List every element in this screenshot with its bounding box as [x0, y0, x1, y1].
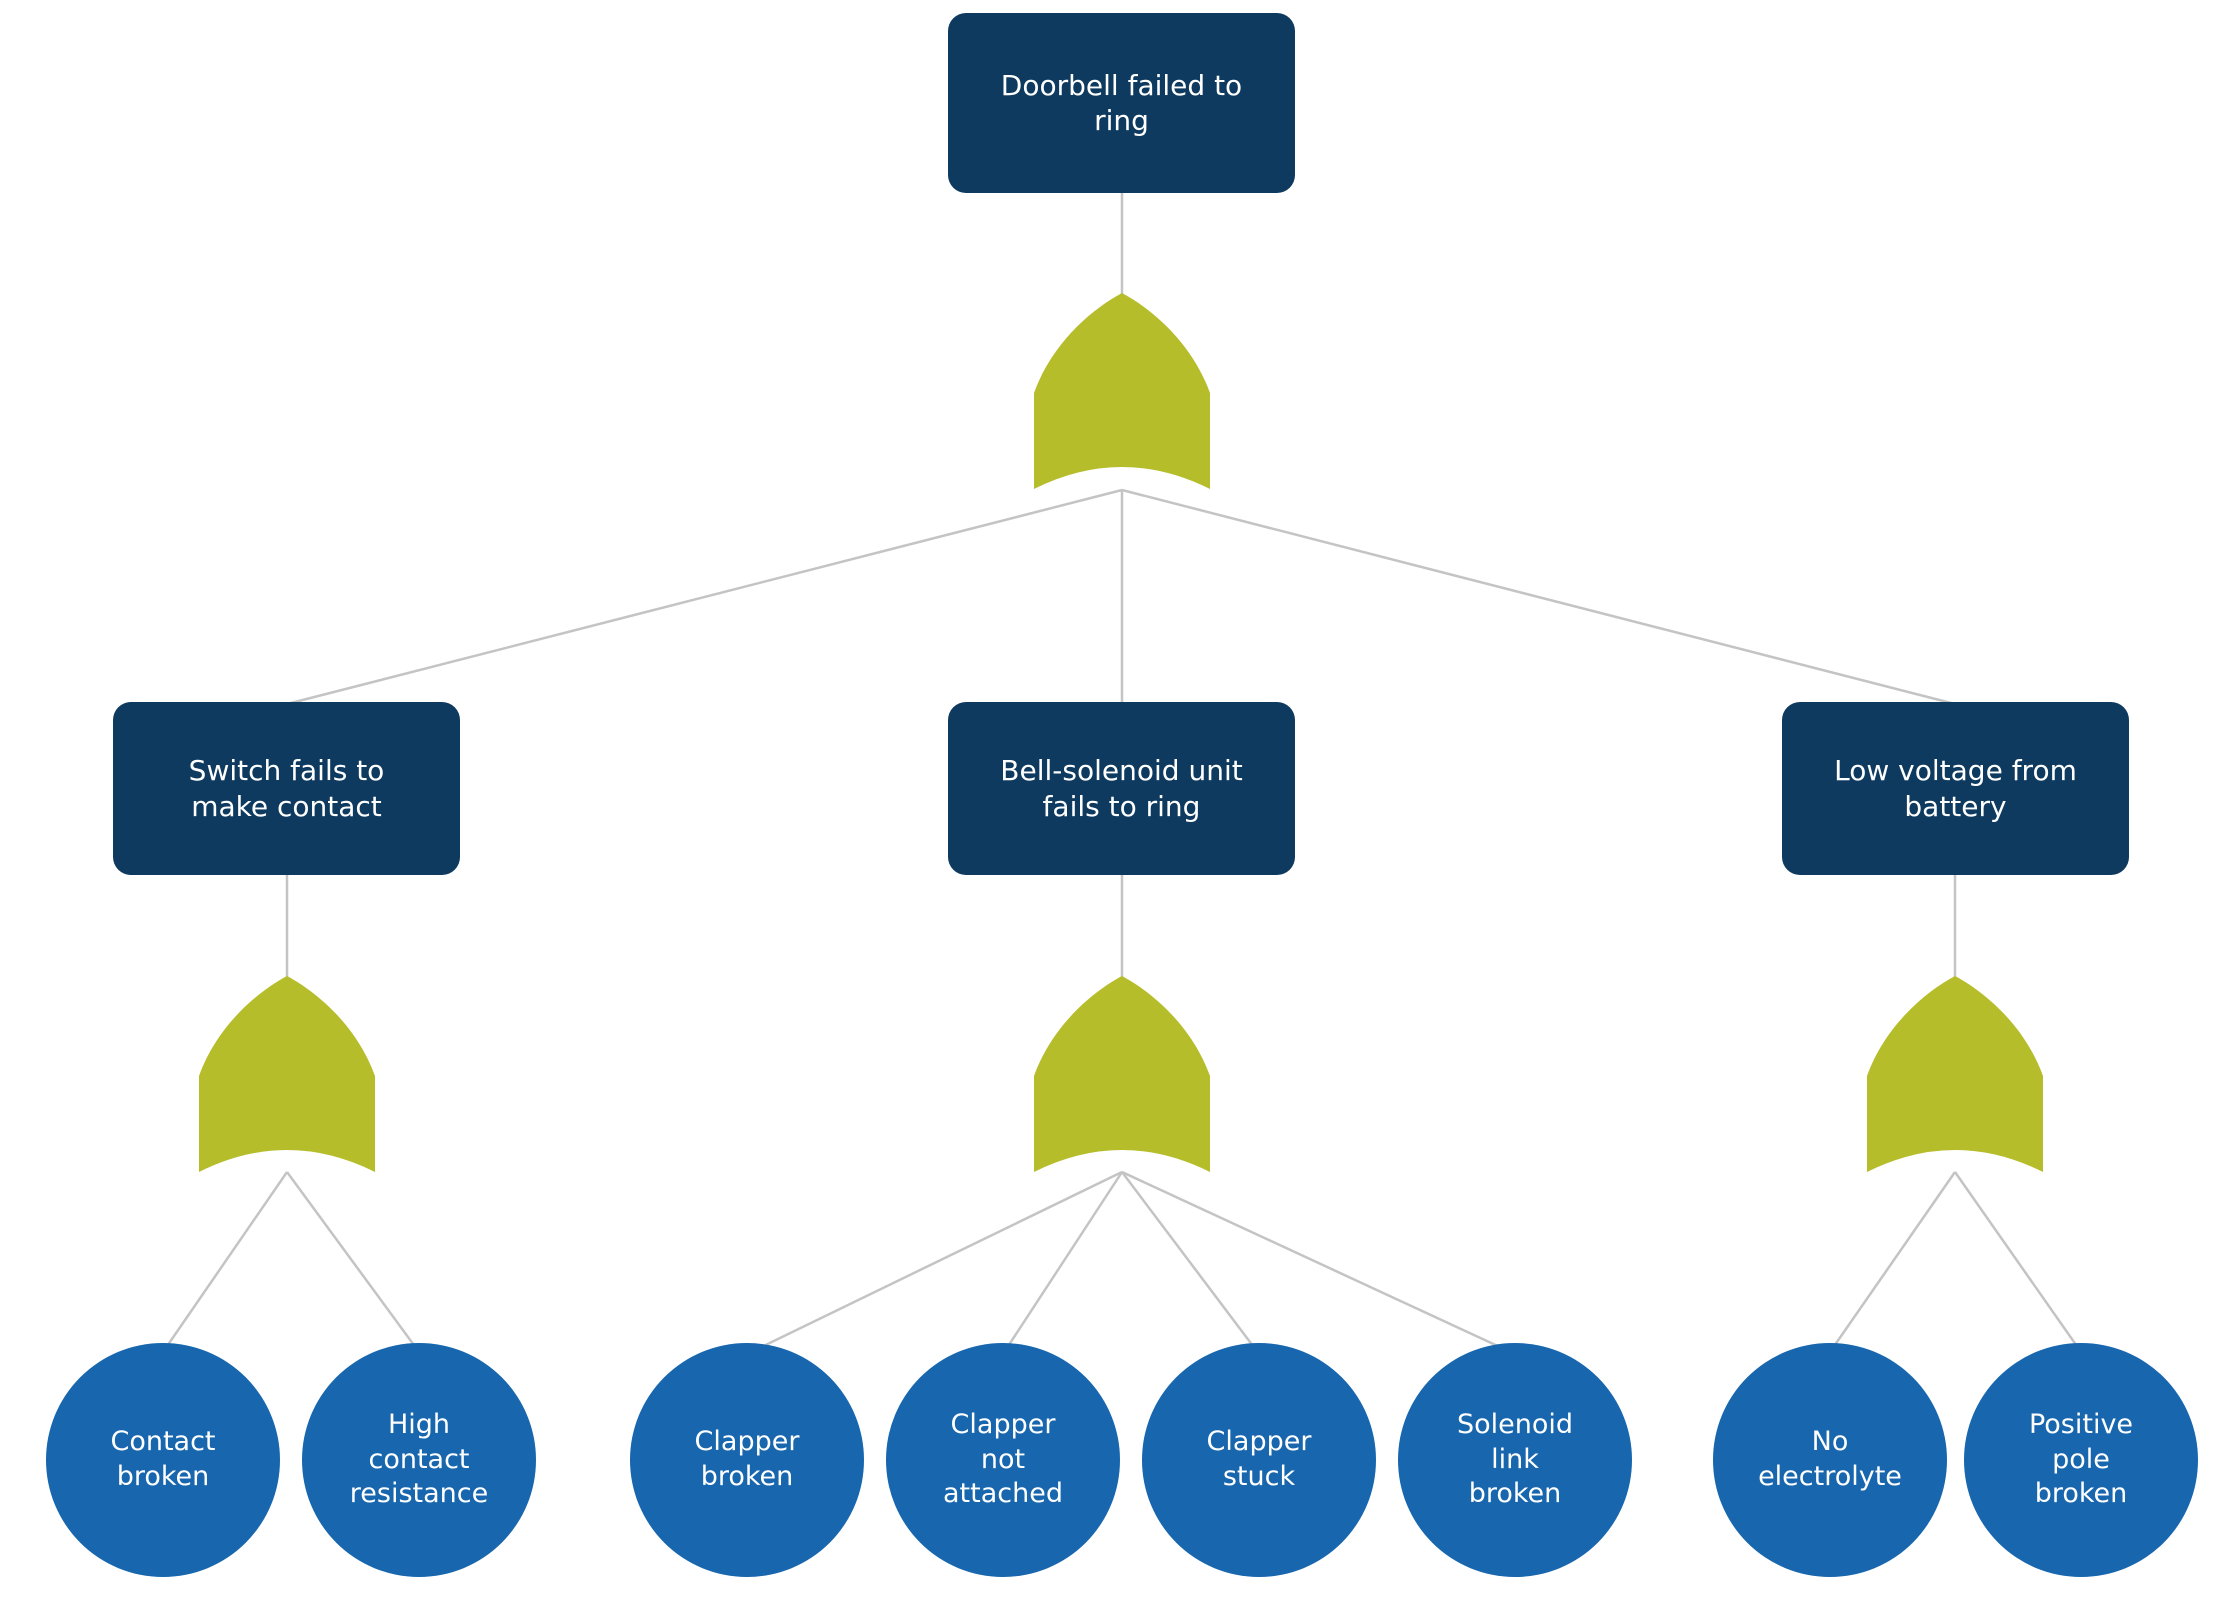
- node-label: Clapper stuck: [1206, 1426, 1312, 1492]
- node-label: Positive pole broken: [2028, 1409, 2134, 1510]
- or-gate-icon[interactable]: [199, 976, 375, 1172]
- node-label: High contact resistance: [349, 1409, 489, 1510]
- node-basic-event-positive-pole-broken[interactable]: Positive pole broken: [1964, 1343, 2198, 1577]
- connector-line: [1828, 1171, 1957, 1353]
- node-basic-event-clapper-stuck[interactable]: Clapper stuck: [1142, 1343, 1376, 1577]
- connector-line: [746, 1170, 1123, 1356]
- node-label: Doorbell failed to ring: [1000, 68, 1243, 137]
- node-label: Low voltage from battery: [1834, 754, 2077, 823]
- node-label: No electrolyte: [1758, 1426, 1902, 1492]
- or-gate-icon[interactable]: [1034, 293, 1210, 489]
- node-basic-event-contact-broken[interactable]: Contact broken: [46, 1343, 280, 1577]
- connector-line: [286, 488, 1123, 706]
- connector-line: [1121, 488, 1956, 706]
- node-basic-event-solenoid-link-broken[interactable]: Solenoid link broken: [1398, 1343, 1632, 1577]
- or-gate-icon[interactable]: [1034, 976, 1210, 1172]
- node-basic-event-clapper-not-attached[interactable]: Clapper not attached: [886, 1343, 1120, 1577]
- node-intermediate-event-battery[interactable]: Low voltage from battery: [1782, 702, 2129, 875]
- node-label: Clapper not attached: [943, 1409, 1063, 1510]
- node-label: Bell-solenoid unit fails to ring: [1000, 754, 1243, 823]
- node-label: Contact broken: [110, 1426, 216, 1492]
- connector-line: [1001, 1171, 1124, 1355]
- node-basic-event-clapper-broken[interactable]: Clapper broken: [630, 1343, 864, 1577]
- node-label: Clapper broken: [694, 1426, 800, 1492]
- node-basic-event-no-electrolyte[interactable]: No electrolyte: [1713, 1343, 1947, 1577]
- connector-line: [161, 1171, 289, 1353]
- node-label: Solenoid link broken: [1456, 1409, 1574, 1510]
- connector-line: [1953, 1171, 2083, 1353]
- node-top-event[interactable]: Doorbell failed to ring: [948, 13, 1295, 193]
- node-intermediate-event-bell-solenoid[interactable]: Bell-solenoid unit fails to ring: [948, 702, 1295, 875]
- or-gate-icon[interactable]: [1867, 976, 2043, 1172]
- node-label: Switch fails to make contact: [188, 754, 385, 823]
- connector-line: [1121, 1170, 1516, 1356]
- connector-line: [1121, 1171, 1260, 1355]
- node-intermediate-event-switch[interactable]: Switch fails to make contact: [113, 702, 460, 875]
- connector-line: [285, 1171, 421, 1353]
- node-basic-event-high-contact-resistance[interactable]: High contact resistance: [302, 1343, 536, 1577]
